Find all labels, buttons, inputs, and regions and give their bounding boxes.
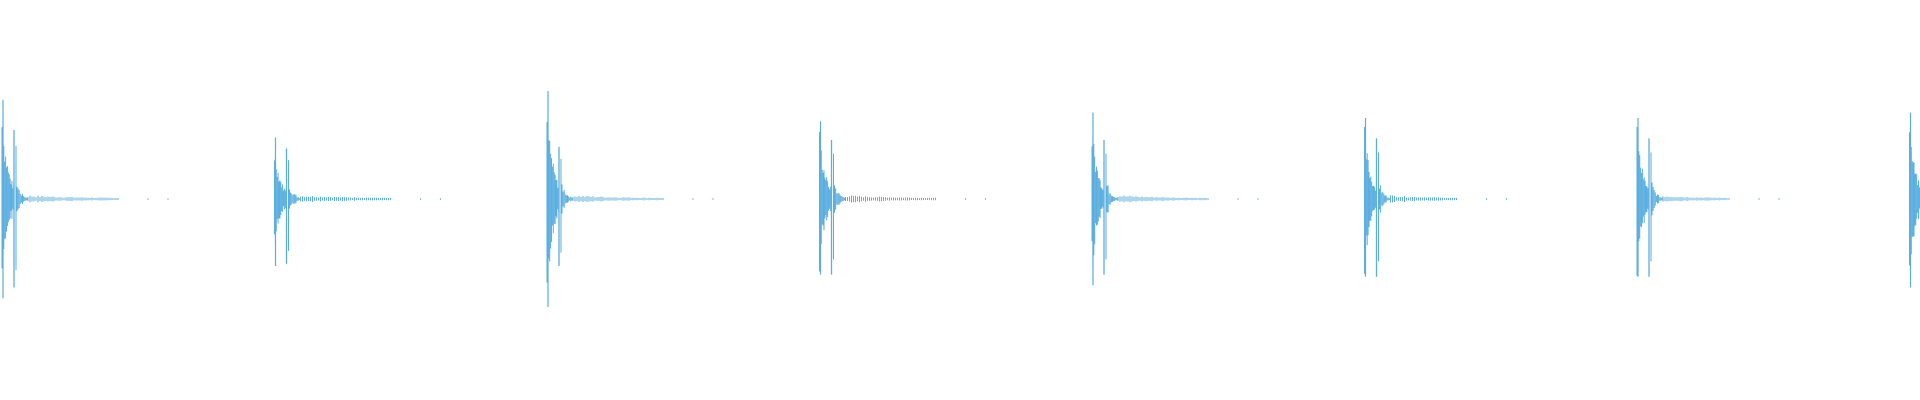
waveform-burst <box>546 91 714 307</box>
waveform-burst <box>1909 112 1920 288</box>
waveform-burst <box>274 137 441 266</box>
waveform-burst <box>1 99 169 299</box>
waveform-burst <box>1364 118 1507 277</box>
waveform-burst <box>1091 112 1259 286</box>
waveform-burst <box>819 121 986 275</box>
waveform-burst <box>1636 118 1780 277</box>
waveform-bursts <box>1 91 1920 307</box>
